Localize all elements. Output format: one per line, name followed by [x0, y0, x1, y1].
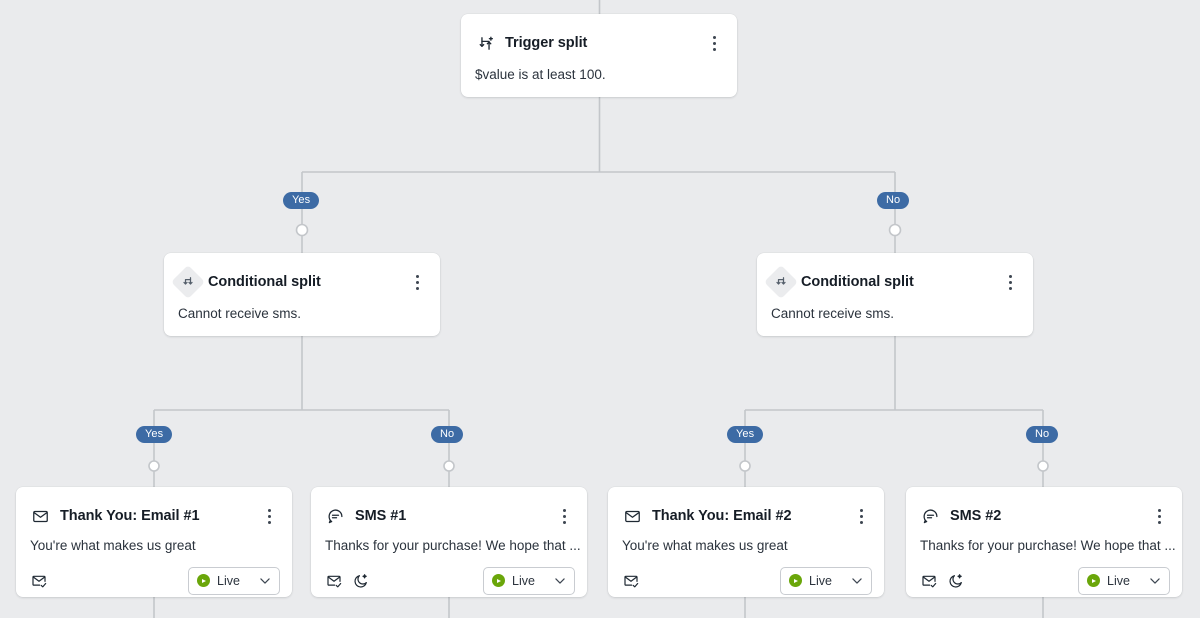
message-preview: Thanks for your purchase! We hope that .… [920, 538, 1176, 553]
status-label: Live [1107, 573, 1130, 588]
card-title: Conditional split [801, 274, 914, 290]
branch-label-yes-1[interactable]: Yes [283, 192, 320, 209]
kebab-menu-icon[interactable] [555, 505, 573, 527]
card-title: SMS #2 [950, 508, 1002, 524]
status-dropdown-sms-2[interactable]: Live [1078, 566, 1170, 595]
play-circle-icon [1087, 574, 1100, 587]
status-dropdown-sms-1[interactable]: Live [483, 566, 575, 595]
card-header: Thank You: Email #1 [16, 487, 292, 531]
card-description: $value is at least 100. [475, 67, 606, 82]
card-footer: Live [608, 555, 884, 597]
message-preview: You're what makes us great [30, 538, 196, 553]
moon-quiet-hours-icon [352, 572, 369, 589]
card-header: Trigger split [461, 14, 737, 58]
card-footer: Live [906, 555, 1182, 597]
kebab-menu-icon[interactable] [408, 271, 426, 293]
play-circle-icon [789, 574, 802, 587]
message-card-email-1[interactable]: Thank You: Email #1 You're what makes us… [16, 487, 292, 597]
card-header: Thank You: Email #2 [608, 487, 884, 531]
footer-icons [920, 572, 964, 589]
envelope-check-icon [325, 572, 342, 589]
card-footer: Live [16, 555, 292, 597]
branch-label-yes-2[interactable]: Yes [136, 426, 173, 443]
card-footer: Live [311, 555, 587, 597]
conditional-split-icon [764, 265, 798, 299]
chevron-down-icon [1150, 577, 1160, 584]
kebab-menu-icon[interactable] [1001, 271, 1019, 293]
branch-label-no-2[interactable]: No [431, 426, 464, 443]
card-header: SMS #1 [311, 487, 587, 531]
chevron-down-icon [260, 577, 270, 584]
chevron-down-icon [555, 577, 565, 584]
moon-quiet-hours-icon [947, 572, 964, 589]
card-description: Cannot receive sms. [771, 306, 895, 321]
card-title: Thank You: Email #2 [652, 508, 792, 524]
conditional-split-card-2[interactable]: Conditional split Cannot receive sms. [757, 253, 1033, 336]
card-title: SMS #1 [355, 508, 407, 524]
trigger-split-icon [475, 33, 495, 53]
envelope-icon [30, 506, 50, 526]
chevron-down-icon [852, 577, 862, 584]
footer-icons [30, 572, 47, 589]
envelope-check-icon [622, 572, 639, 589]
status-dropdown-email-1[interactable]: Live [188, 566, 280, 595]
card-description: Cannot receive sms. [178, 306, 302, 321]
message-preview: Thanks for your purchase! We hope that .… [325, 538, 581, 553]
branch-label-no-3[interactable]: No [1026, 426, 1059, 443]
envelope-icon [622, 506, 642, 526]
conditional-split-card-1[interactable]: Conditional split Cannot receive sms. [164, 253, 440, 336]
envelope-check-icon [920, 572, 937, 589]
kebab-menu-icon[interactable] [1150, 505, 1168, 527]
card-title: Trigger split [505, 35, 588, 51]
card-header: SMS #2 [906, 487, 1182, 531]
message-card-sms-2[interactable]: SMS #2 Thanks for your purchase! We hope… [906, 487, 1182, 597]
kebab-menu-icon[interactable] [705, 32, 723, 54]
message-preview: You're what makes us great [622, 538, 788, 553]
status-label: Live [809, 573, 832, 588]
status-dropdown-email-2[interactable]: Live [780, 566, 872, 595]
envelope-check-icon [30, 572, 47, 589]
card-header: Conditional split [164, 253, 440, 299]
message-card-email-2[interactable]: Thank You: Email #2 You're what makes us… [608, 487, 884, 597]
branch-label-no-1[interactable]: No [877, 192, 910, 209]
status-label: Live [217, 573, 240, 588]
card-header: Conditional split [757, 253, 1033, 299]
sms-bubble-icon [325, 506, 345, 526]
card-title: Thank You: Email #1 [60, 508, 200, 524]
play-circle-icon [492, 574, 505, 587]
kebab-menu-icon[interactable] [852, 505, 870, 527]
branch-label-yes-3[interactable]: Yes [727, 426, 764, 443]
trigger-split-card[interactable]: Trigger split $value is at least 100. [461, 14, 737, 97]
play-circle-icon [197, 574, 210, 587]
message-card-sms-1[interactable]: SMS #1 Thanks for your purchase! We hope… [311, 487, 587, 597]
sms-bubble-icon [920, 506, 940, 526]
card-title: Conditional split [208, 274, 321, 290]
footer-icons [325, 572, 369, 589]
footer-icons [622, 572, 639, 589]
status-label: Live [512, 573, 535, 588]
kebab-menu-icon[interactable] [260, 505, 278, 527]
conditional-split-icon [171, 265, 205, 299]
